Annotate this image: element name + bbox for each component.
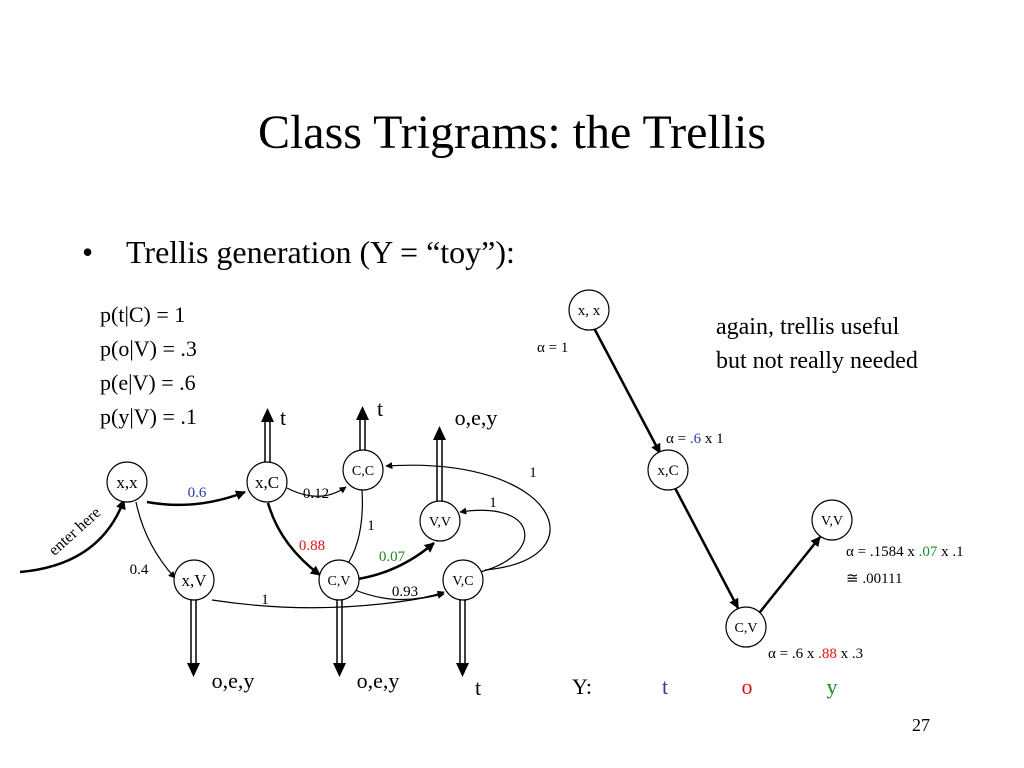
prob-y-given-v: p(y|V) = .1 [100,404,197,429]
edge-xC-CV [266,502,321,576]
node-xC: x,C [246,461,288,503]
note-line-1: again, trellis useful [716,314,900,340]
enter-label: enter here [46,504,105,559]
edge-CV-VV [357,542,435,581]
emission-label-CV: o,e,y [357,668,400,693]
emission-arrow-CC [356,406,369,450]
label-xC-CV: 0.88 [299,538,325,554]
emission-label-VV: o,e,y [455,405,498,430]
edge-VC-VV [459,507,526,573]
svg-text:x,C: x,C [255,473,279,492]
edge-CC-CV [344,489,363,569]
page-number: 27 [912,715,930,735]
y-letter-t: t [662,674,668,699]
label-CV-VC: 0.93 [392,584,418,600]
label-VC-CC: 1 [529,465,537,481]
enter-arrow [19,499,126,574]
edge-xx-xC [146,490,246,507]
label-xC-CC: 0.12 [303,486,329,502]
label-xV-VC: 1 [261,592,269,608]
trellis-node-xC: x,C [647,449,689,491]
emission-arrow-xV [187,598,200,677]
emission-probabilities: p(t|C) = 1 p(o|V) = .3 p(e|V) = .6 p(y|V… [100,298,197,434]
emission-arrow-xC [261,408,274,463]
alpha-xx: α = 1 [537,340,568,356]
side-note: again, trellis useful but not really nee… [716,310,918,378]
trellis-edge-xx-xC [592,327,662,454]
trellis-node-xx: x, x [568,289,610,331]
label-CV-VV: 0.07 [379,549,406,565]
bullet-text: Trellis generation (Y = “toy”): [126,234,515,270]
svg-text:C,V: C,V [328,574,351,589]
prob-e-given-v: p(e|V) = .6 [100,370,196,395]
edge-xC-CC [286,486,347,497]
label-xx-xC: 0.6 [188,485,207,501]
emission-arrow-VC [456,598,469,677]
alpha-CV: α = .6 x .88 x .3 [768,646,863,662]
emission-label-VC: t [475,675,481,700]
edge-xV-VC [211,591,445,609]
alpha-VV-approx: ≅ .00111 [846,571,902,587]
note-line-2: but not really needed [716,348,918,374]
trellis-node-CV: C,V [725,606,767,648]
emission-label-CC: t [377,396,383,421]
bullet-dot: • [82,234,94,270]
edge-xx-xV [135,501,176,579]
emission-label-xV: o,e,y [212,668,255,693]
svg-text:V,V: V,V [821,514,843,529]
emission-label-xC: t [280,405,286,430]
trellis-node-VV: V,V [811,499,853,541]
slide-title: Class Trigrams: the Trellis [257,106,767,159]
y-label: Y: [572,674,592,699]
y-letter-y: y [827,674,838,699]
edge-VC-CC [385,462,551,571]
node-xx: x,x [106,461,148,503]
generation-graph: enter here [19,396,551,700]
prob-o-given-v: p(o|V) = .3 [100,336,197,361]
trellis-edge-xC-CV [673,487,740,609]
node-xV: x,V [173,559,215,601]
label-CC-CV: 1 [367,518,375,534]
bullet-item: • Trellis generation (Y = “toy”): [82,230,515,274]
svg-text:x, x: x, x [578,303,601,319]
svg-text:x,V: x,V [181,571,207,590]
emission-arrow-CV [333,598,346,677]
svg-text:V,C: V,C [452,574,473,589]
svg-text:C,V: C,V [735,621,758,636]
node-VV: V,V [419,500,461,542]
node-CC: C,C [342,449,384,491]
label-xx-xV: 0.4 [130,562,149,578]
edge-CV-VC [354,589,445,601]
prob-t-given-c: p(t|C) = 1 [100,302,186,327]
svg-text:C,C: C,C [352,464,374,479]
node-VC: V,C [442,559,484,601]
alpha-xC: α = .6 x 1 [666,431,724,447]
emission-arrow-VV [433,426,446,502]
trellis-edge-CV-VV [759,536,821,613]
svg-text:x,x: x,x [116,473,138,492]
label-VC-VV: 1 [489,495,497,511]
node-CV: C,V [318,559,360,601]
trellis-path: x, x x,C C,V V,V α = 1 α = .6 x 1 α = .1… [537,289,964,699]
y-letter-o: o [742,674,753,699]
svg-text:x,C: x,C [657,463,678,479]
alpha-VV: α = .1584 x .07 x .1 [846,544,964,560]
svg-text:V,V: V,V [429,515,451,530]
